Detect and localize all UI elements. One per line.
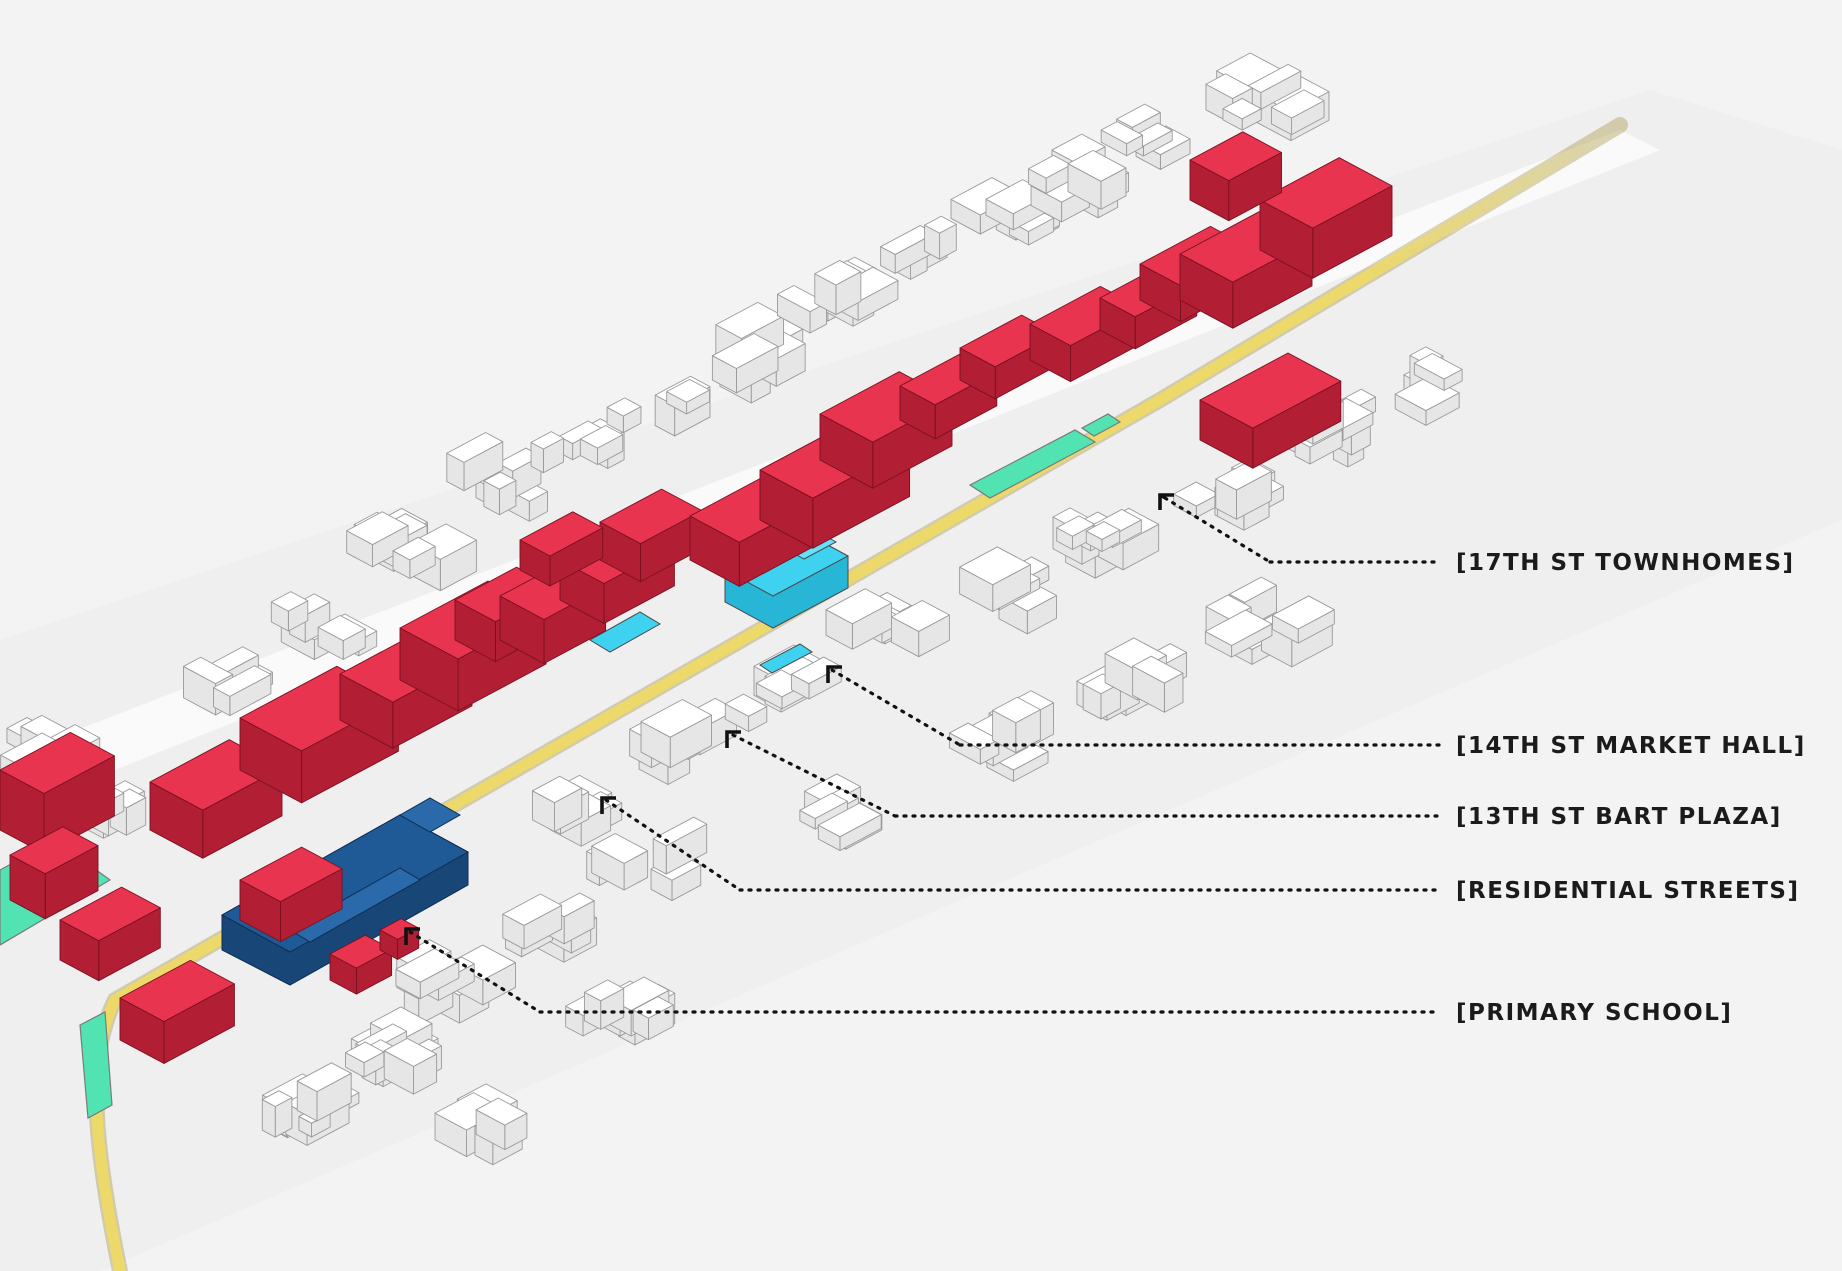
plaza-17th	[968, 429, 1097, 499]
proposed-buildings	[0, 131, 1393, 1064]
leader-townhomes	[1158, 493, 1442, 564]
label-13th-st-bart-plaza: [13TH ST BART PLAZA]	[1456, 804, 1782, 830]
label-17th-st-townhomes: [17TH ST TOWNHOMES]	[1456, 550, 1795, 576]
leader-market-hall	[826, 665, 1442, 747]
label-residential-streets: [RESIDENTIAL STREETS]	[1456, 878, 1799, 904]
leader-school	[404, 927, 1442, 1014]
context-buildings	[0, 52, 1463, 1166]
leader-lines	[404, 493, 1442, 1014]
leader-residential	[600, 796, 1442, 892]
label-14th-st-market-hall: [14TH ST MARKET HALL]	[1456, 733, 1806, 759]
label-primary-school: [PRIMARY SCHOOL]	[1456, 1000, 1732, 1026]
callout-labels: [17TH ST TOWNHOMES] [14TH ST MARKET HALL…	[1456, 550, 1806, 1026]
leader-bart-plaza	[725, 730, 1442, 818]
plaza-south	[79, 1011, 113, 1119]
